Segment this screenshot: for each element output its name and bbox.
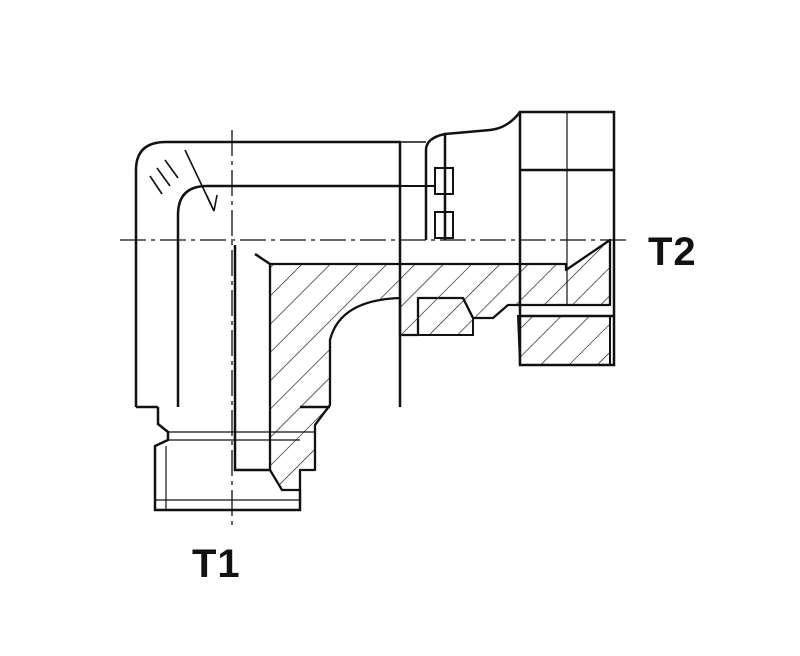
stud-end [153,245,315,512]
bend-marks [149,149,218,212]
port-label-t2: T2 [648,230,697,274]
port-label-t1: T1 [192,542,241,586]
center-lines [120,130,630,525]
swivel-nut [400,110,616,367]
